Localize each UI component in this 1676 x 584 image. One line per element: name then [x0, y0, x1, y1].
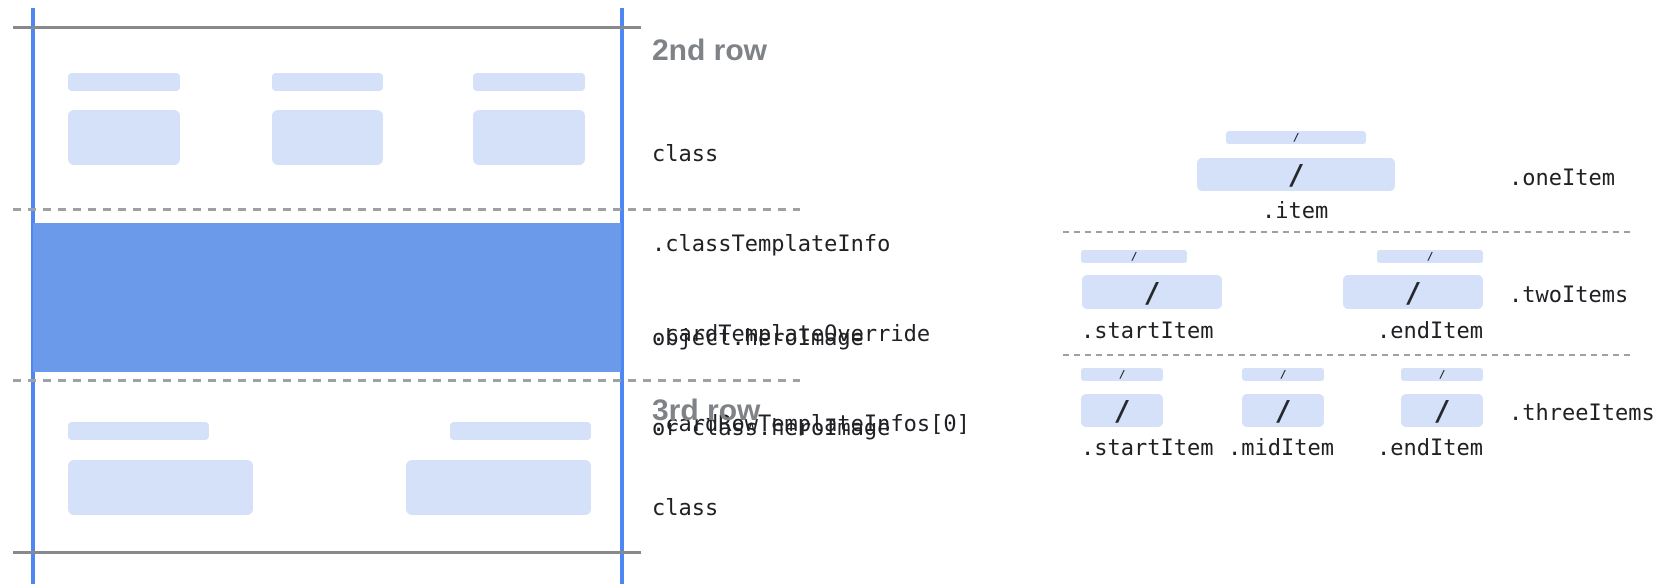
code-line: .cardRowTemplateInfos[0] — [652, 412, 970, 437]
legend-item-label: .item — [1262, 199, 1329, 224]
three-items-mid-label-placeholder: / — [1242, 368, 1324, 381]
three-items-end-label-placeholder: / — [1401, 368, 1483, 381]
row2-start-label-placeholder — [68, 73, 180, 91]
code-line: class — [652, 496, 719, 521]
hero-row3-divider-dashed — [13, 379, 800, 382]
row2-mid-value-placeholder — [272, 110, 383, 165]
row3-start-value-placeholder — [68, 460, 253, 515]
legend-section-label-two-items: .twoItems — [1509, 283, 1629, 308]
row3-heading: 3rd row — [652, 394, 761, 427]
three-items-mid-value-placeholder: / — [1242, 394, 1324, 427]
slash-glyph: / — [1287, 158, 1305, 191]
row2-end-value-placeholder — [473, 110, 585, 165]
row3-end-label-placeholder — [450, 422, 591, 440]
hero-image-band — [33, 223, 621, 372]
legend-item-label: .startItem — [1081, 319, 1214, 344]
slash-glyph: / — [1426, 250, 1434, 263]
legend-divider-dashed — [1063, 231, 1630, 233]
hero-image-path: object.heroImage or class.heroImage — [652, 264, 890, 504]
slash-glyph: / — [1113, 394, 1131, 427]
row2-class-path: class .classTemplateInfo .cardTemplateOv… — [652, 80, 970, 500]
legend-item-label: .endItem — [1377, 319, 1483, 344]
row2-hero-divider-dashed — [13, 208, 800, 211]
code-line: object.heroImage — [652, 326, 864, 351]
legend-item-label: .midItem — [1228, 436, 1334, 461]
slash-glyph: / — [1274, 394, 1292, 427]
row2-start-value-placeholder — [68, 110, 180, 165]
two-items-start-label-placeholder: / — [1081, 250, 1187, 263]
slash-glyph: / — [1279, 368, 1287, 381]
card-right-edge-guide — [620, 8, 624, 584]
code-line: class — [652, 142, 719, 167]
slash-glyph: / — [1118, 368, 1126, 381]
one-item-value-placeholder: / — [1197, 158, 1395, 191]
card-top-boundary-line — [13, 26, 641, 29]
slash-glyph: / — [1130, 250, 1138, 263]
legend-item-label: .startItem — [1081, 436, 1214, 461]
code-line: .classTemplateInfo — [652, 232, 891, 257]
slash-glyph: / — [1404, 275, 1422, 309]
row3-end-value-placeholder — [406, 460, 591, 515]
slash-glyph: / — [1143, 275, 1161, 309]
row2-mid-label-placeholder — [272, 73, 383, 91]
row3-class-path: class .classTemplateInfo .cardTemplateOv… — [652, 434, 970, 584]
three-items-start-value-placeholder: / — [1081, 394, 1163, 427]
two-items-start-value-placeholder: / — [1082, 275, 1222, 309]
three-items-start-label-placeholder: / — [1081, 368, 1163, 381]
legend-item-label: .endItem — [1377, 436, 1483, 461]
code-line: or class.heroImage — [652, 416, 891, 441]
one-item-label-placeholder: / — [1226, 131, 1366, 144]
two-items-end-value-placeholder: / — [1343, 275, 1483, 309]
legend-section-label-three-items: .threeItems — [1509, 401, 1655, 426]
two-items-end-label-placeholder: / — [1377, 250, 1483, 263]
slash-glyph: / — [1433, 394, 1451, 427]
legend-divider-dashed — [1063, 354, 1630, 356]
row2-end-label-placeholder — [473, 73, 585, 91]
card-bottom-boundary-line — [13, 551, 641, 554]
slash-glyph: / — [1438, 368, 1446, 381]
row2-heading: 2nd row — [652, 34, 768, 67]
legend-section-label-one-item: .oneItem — [1509, 166, 1615, 191]
slash-glyph: / — [1292, 131, 1300, 144]
code-line: .cardTemplateOverride — [652, 322, 931, 347]
three-items-end-value-placeholder: / — [1401, 394, 1483, 427]
row3-start-label-placeholder — [68, 422, 209, 440]
